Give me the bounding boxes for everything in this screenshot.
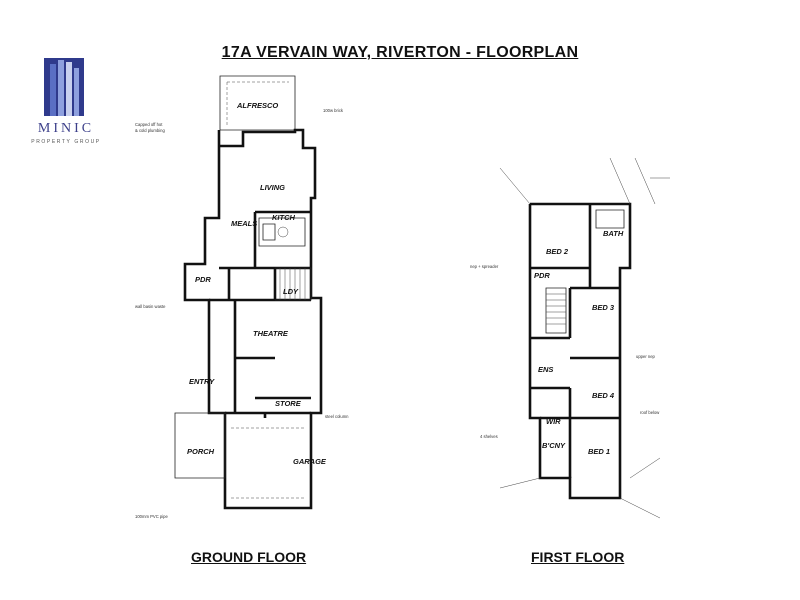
room-ldy: LDY xyxy=(283,287,299,296)
stair-treads xyxy=(279,268,306,300)
room-entry: ENTRY xyxy=(189,377,215,386)
porch-outline xyxy=(174,412,226,479)
room-bed1: BED 1 xyxy=(588,447,610,456)
first-floor-label: FIRST FLOOR xyxy=(531,549,625,565)
first-outer-walls xyxy=(528,202,632,500)
kitchen-bench xyxy=(258,217,306,247)
room-alfresco: ALFRESCO xyxy=(236,101,278,110)
logo-bar-2 xyxy=(58,60,64,116)
note-6: steel column xyxy=(325,414,349,419)
ground-floor-plan: Capped off hot & cold plumbing 100w bric… xyxy=(135,75,349,519)
note-2: & cold plumbing xyxy=(135,128,165,133)
ff-note-1: nep + spreader xyxy=(470,264,499,269)
first-internal-walls xyxy=(530,204,620,478)
room-ens: ENS xyxy=(538,365,553,374)
logo-bar-4 xyxy=(74,68,79,116)
stair-void xyxy=(545,287,567,334)
logo-bar-3 xyxy=(66,62,72,116)
room-porch: PORCH xyxy=(187,447,215,456)
alfresco-hatch xyxy=(226,81,289,126)
ground-internal-walls-1 xyxy=(209,210,311,302)
logo-subtitle: PROPERTY GROUP xyxy=(31,139,101,145)
first-floor-plan: nep + spreader upper nep roof below 4 sh… xyxy=(470,158,670,519)
roof-lines xyxy=(499,158,670,519)
ground-internal-walls-2 xyxy=(225,300,311,418)
sink-icon xyxy=(277,226,289,238)
room-bcny: B'CNY xyxy=(542,441,566,450)
room-bed2: BED 2 xyxy=(546,247,569,256)
bath-tub xyxy=(595,209,625,229)
page-title: 17A VERVAIN WAY, RIVERTON - FLOORPLAN xyxy=(221,44,579,61)
room-living: LIVING xyxy=(260,183,285,192)
ground-floor-label: GROUND FLOOR xyxy=(191,549,307,565)
note-1: Capped off hot xyxy=(135,122,163,127)
room-kitch: KITCH xyxy=(272,213,295,222)
stairs-outline xyxy=(275,267,312,301)
room-theatre: THEATRE xyxy=(253,329,289,338)
logo-mark-icon xyxy=(44,58,84,116)
room-bed3: BED 3 xyxy=(592,303,615,312)
note-3: 100w brick xyxy=(323,108,344,113)
room-bath: BATH xyxy=(603,229,624,238)
room-garage: GARAGE xyxy=(293,457,327,466)
room-meals: MEALS xyxy=(231,219,257,228)
logo-bar-1 xyxy=(50,64,56,116)
ff-note-2: upper nep xyxy=(636,354,656,359)
ff-note-3: roof below xyxy=(640,410,660,415)
ground-outer-walls xyxy=(183,128,323,510)
logo-name: MINIC xyxy=(37,121,95,136)
first-stair-treads xyxy=(546,293,566,325)
room-wir: WIR xyxy=(546,417,561,426)
ff-note-4: 4 shelves xyxy=(480,434,498,439)
room-pdr: PDR xyxy=(195,275,211,284)
note-4: wall basin waste xyxy=(135,304,166,309)
note-5: 100mm PVC pipe xyxy=(135,514,168,519)
room-store: STORE xyxy=(275,399,302,408)
room-ff-pdr: PDR xyxy=(534,271,550,280)
garage-door-line xyxy=(231,427,305,499)
room-bed4: BED 4 xyxy=(592,391,615,400)
